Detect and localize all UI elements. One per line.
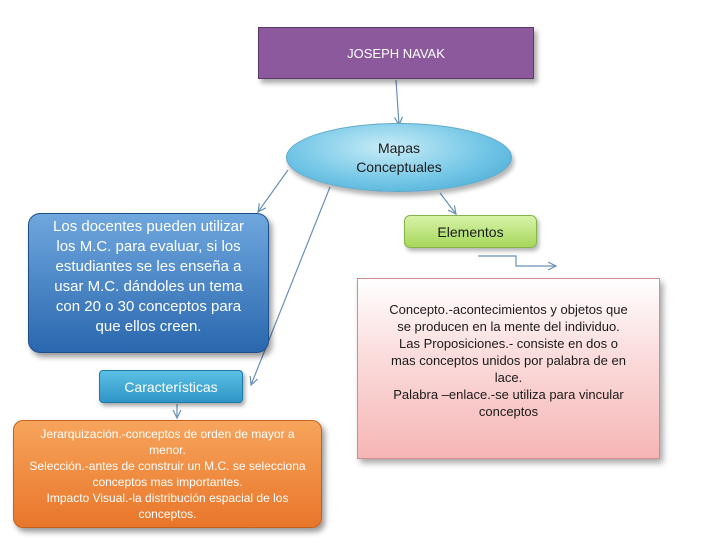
concepto-line: Concepto.-acontecimientos y objetos que	[389, 302, 628, 317]
jerarquizacion-line: conceptos.	[138, 507, 197, 521]
docentes-node: Los docentes pueden utilizar los M.C. pa…	[28, 213, 269, 353]
concepto-line: Las Proposiciones.- consiste en dos o	[399, 336, 618, 351]
elementos-node: Elementos	[404, 215, 537, 248]
mapas-conceptuales-node: Mapas Conceptuales	[286, 123, 512, 192]
arrow-mapas-to-caracteristicas	[251, 186, 331, 385]
arrow-title-to-mapas	[396, 79, 399, 125]
concepto-line: se producen en la mente del individuo.	[397, 319, 620, 334]
docentes-line: los M.C. para evaluar, si los	[56, 238, 241, 255]
title-node: JOSEPH NAVAK	[258, 27, 534, 79]
docentes-line: Los docentes pueden utilizar	[53, 218, 244, 235]
mapas-line: Mapas	[377, 139, 421, 156]
mapas-line: Conceptuales	[356, 158, 442, 175]
caracteristicas-text: Características	[124, 378, 218, 395]
docentes-line: estudiantes se les enseña a	[55, 258, 242, 275]
jerarquizacion-node: Jerarquización.-conceptos de orden de ma…	[13, 420, 322, 528]
arrow-mapas-to-elementos	[439, 192, 456, 214]
arrow-elementos-to-concepto	[478, 255, 556, 266]
arrow-mapas-to-docentes	[258, 169, 289, 212]
jerarquizacion-line: Jerarquización.-conceptos de orden de ma…	[40, 427, 295, 441]
elementos-text: Elementos	[437, 223, 504, 240]
jerarquizacion-line: menor.	[149, 443, 186, 457]
concepto-node: Concepto.-acontecimientos y objetos que …	[357, 278, 660, 459]
docentes-line: con 20 o 30 conceptos para	[55, 298, 242, 315]
concepto-line: Palabra –enlace.-se utiliza para vincula…	[393, 387, 624, 402]
jerarquizacion-line: Impacto Visual.-la distribución espacial…	[46, 491, 289, 505]
jerarquizacion-line: conceptos mas importantes.	[92, 475, 243, 489]
concepto-line: mas conceptos unidos por palabra de en	[391, 353, 626, 368]
concepto-line: conceptos	[478, 404, 539, 419]
docentes-line: usar M.C. dándoles un tema	[54, 278, 243, 295]
caracteristicas-node: Características	[99, 370, 243, 403]
title-text: JOSEPH NAVAK	[347, 45, 445, 61]
docentes-line: que ellos creen.	[95, 318, 202, 335]
concepto-line: lace.	[494, 370, 523, 385]
jerarquizacion-line: Selección.-antes de construir un M.C. se…	[29, 459, 306, 473]
